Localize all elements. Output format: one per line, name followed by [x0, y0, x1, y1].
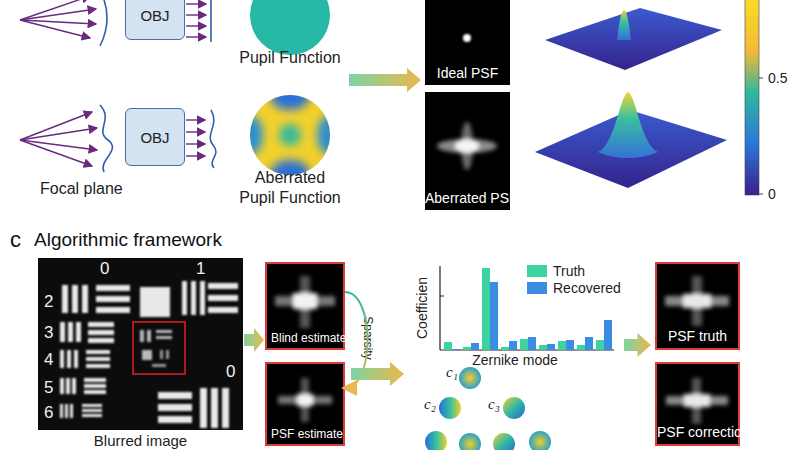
legend-swatch [527, 282, 547, 294]
objective-box: OBJ [125, 0, 185, 40]
legend-text: Recovered [553, 280, 621, 296]
panel-label: PSF estimate [271, 427, 343, 441]
pupil-label: Pupil Function [235, 49, 345, 67]
axis-label: Coefficien [414, 277, 430, 339]
panel-letter: c [10, 227, 21, 253]
psf-image: Aberrated PSF [425, 92, 510, 210]
pupil-function: Aberrated Pupil Function [225, 92, 355, 210]
psf-label: Ideal PSF [425, 65, 510, 81]
panel-label: PSF truth [657, 328, 738, 344]
target-number: 0 [226, 362, 235, 382]
mode-label: c₁ [446, 364, 458, 381]
tick-label: 0 [768, 186, 776, 202]
curved-arrow [345, 292, 368, 388]
objective-label: OBJ [126, 7, 184, 24]
pupil-label: Aberrated Pupil Function [237, 168, 343, 208]
flow-arrow [244, 328, 264, 352]
target-number: 2 [44, 292, 53, 312]
psf-panel: PSF truth [655, 262, 740, 350]
panel-label: PSF correction [657, 424, 738, 440]
psf-label: Aberrated PSF [425, 190, 510, 206]
target-number: 1 [196, 259, 205, 279]
legend-text: Truth [553, 263, 585, 279]
flow-arrow [624, 333, 651, 357]
target-number: 5 [44, 378, 53, 398]
flow-arrow [349, 68, 421, 92]
flow-arrow [351, 362, 404, 386]
legend-row: Truth [527, 262, 621, 279]
blurred-image-panel: Blurred image [38, 258, 243, 450]
target-number: 6 [44, 403, 53, 423]
panel-title: Algorithmic framework [34, 229, 222, 251]
edge-label: Sparsity [361, 316, 375, 359]
tick-label: 0.5 [768, 70, 787, 86]
psf-panel: PSF correction [655, 362, 740, 446]
psf-image: Ideal PSF [425, 0, 510, 85]
caption-label: Focal plane [40, 180, 123, 198]
panel-label: Blurred image [38, 432, 243, 449]
legend: TruthRecovered [527, 262, 621, 296]
legend-swatch [527, 265, 547, 277]
objective-label: OBJ [126, 129, 184, 146]
target-number: 0 [100, 259, 109, 279]
axis-label: Zernike mode [410, 352, 620, 368]
estimate-panel: PSF estimate [265, 362, 345, 446]
target-number: 3 [44, 323, 53, 343]
pupil-function: Pupil Function [235, 0, 345, 88]
legend-row: Recovered [527, 279, 621, 296]
panel-label: Blind estimate [271, 331, 346, 345]
estimate-panel: Blind estimate [265, 262, 345, 350]
target-number: 4 [44, 350, 53, 370]
mode-label: c₃ [488, 396, 500, 413]
mode-label: c₂ [424, 396, 436, 413]
objective-box: OBJ [125, 108, 185, 166]
